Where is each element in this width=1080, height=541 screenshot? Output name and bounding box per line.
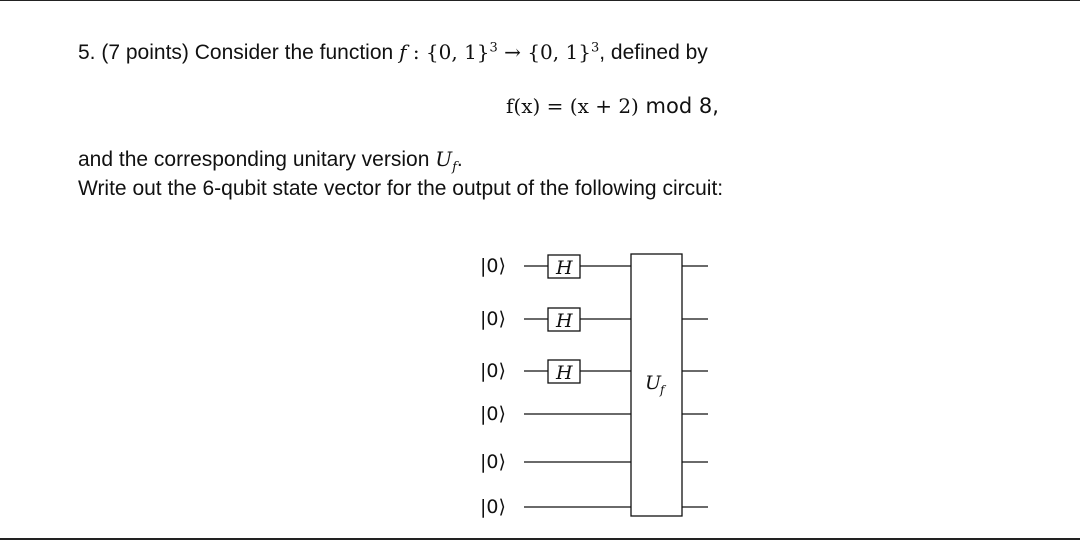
hadamard-gate-1	[547, 254, 581, 279]
bottom-rule	[0, 538, 1080, 540]
problem-points: (7 points)	[101, 41, 189, 64]
hadamard-label-3: H	[555, 362, 573, 384]
unitary-letter: U	[435, 147, 453, 171]
defined-by-text: , defined by	[599, 41, 708, 64]
hadamard-label-1: H	[555, 257, 573, 279]
function-equation: f(x) = (x + 2) mod 8,	[506, 94, 719, 118]
qubit-input-2: |0⟩	[480, 308, 506, 330]
unitary-gate-subscript: f	[659, 383, 667, 397]
problem-number: 5.	[78, 41, 96, 64]
domain-set: {0, 1}	[425, 40, 490, 64]
unitary-sentence-suffix: .	[456, 148, 463, 171]
function-name: f	[399, 40, 407, 64]
qubit-input-3: |0⟩	[480, 360, 506, 382]
qubit-input-6: |0⟩	[480, 496, 506, 518]
equation-expression: f(x) = (x + 2)	[506, 94, 639, 118]
question-sentence: Write out the 6-qubit state vector for t…	[78, 177, 724, 200]
qubit-input-5: |0⟩	[480, 451, 506, 473]
unitary-symbol: Uf	[435, 147, 457, 175]
problem-statement: 5. (7 points) Consider the function f : …	[78, 40, 708, 65]
signature-colon: :	[406, 40, 426, 64]
qubit-input-4: |0⟩	[480, 403, 506, 425]
qubit-input-1: |0⟩	[480, 255, 506, 277]
unitary-sentence: and the corresponding unitary version Uf…	[78, 147, 463, 175]
domain-exponent: 3	[489, 40, 498, 56]
top-rule	[0, 0, 1080, 1]
unitary-subscript: f	[452, 160, 457, 175]
function-signature: f : {0, 1}3 → {0, 1}3	[399, 40, 599, 64]
unitary-gate-label: U	[645, 372, 662, 394]
unitary-gate-box	[630, 253, 683, 517]
problem-intro: Consider the function	[194, 41, 394, 64]
codomain-exponent: 3	[590, 40, 600, 56]
equation-modulus: mod 8,	[638, 94, 719, 118]
unitary-sentence-prefix: and the corresponding unitary version	[78, 148, 436, 171]
codomain-set: {0, 1}	[527, 40, 591, 64]
hadamard-gate-3	[547, 359, 581, 384]
hadamard-gate-2	[547, 307, 581, 332]
mapping-arrow: →	[497, 40, 528, 64]
hadamard-label-2: H	[555, 310, 573, 332]
